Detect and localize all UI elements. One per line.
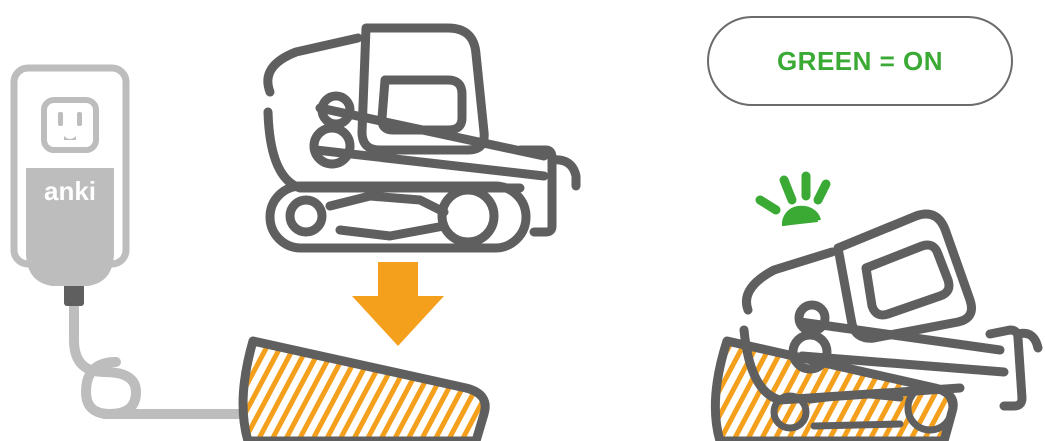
arrow-down-icon [352, 262, 444, 346]
status-label-box: GREEN = ON [707, 16, 1013, 106]
adapter-brand-logo: anki [44, 176, 96, 206]
green-light-icon [760, 176, 826, 226]
status-label-text: GREEN = ON [777, 46, 943, 77]
robot-icon [268, 28, 576, 248]
robot-docked-icon [744, 214, 1038, 430]
power-outlet-icon [44, 100, 96, 150]
charger-icon [243, 341, 485, 441]
